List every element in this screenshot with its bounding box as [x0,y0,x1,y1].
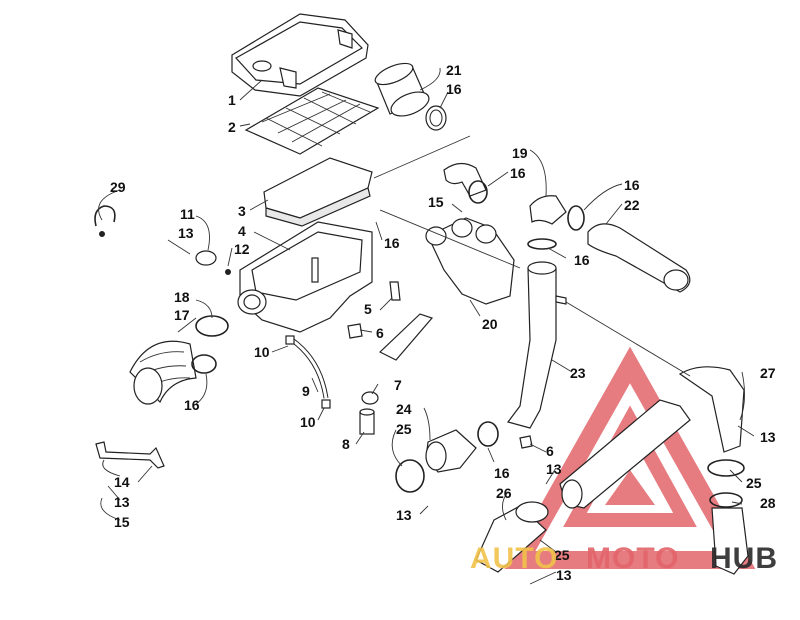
part-cylinder-8 [359,408,375,435]
part-hose-22 [587,223,691,293]
part-airbox-lid [231,13,369,97]
callout-23: 23 [570,365,586,381]
callout-22: 22 [624,197,640,213]
callout-13a: 13 [178,225,194,241]
callout-15b: 15 [114,514,130,530]
callout-25c: 25 [554,547,570,563]
callout-29: 29 [110,179,126,195]
callout-11: 11 [180,206,195,222]
part-reducer-24 [425,429,477,473]
callout-10a: 10 [254,344,270,360]
callout-16a: 16 [446,81,462,97]
part-tube-9 [285,335,331,409]
callout-8: 8 [342,436,350,452]
watermark-text: AUTO MOTO HUB [470,542,778,575]
watermark-auto: AUTO [470,542,558,575]
part-airbox-body [237,221,373,333]
callout-13b: 13 [396,507,412,523]
callout-16d: 16 [384,235,400,251]
part-grommet-11 [195,250,231,275]
callout-16c: 16 [624,177,640,193]
callout-16e: 16 [574,252,590,268]
part-filter-element [263,157,373,227]
part-corrugated-boot [129,340,197,405]
callout-13c: 13 [546,461,562,477]
part-clamp-a [425,105,447,131]
part-boot-26 [475,501,549,573]
callout-16g: 16 [494,465,510,481]
callout-7: 7 [394,377,402,393]
callout-4: 4 [238,223,246,239]
part-clip-29 [94,205,116,237]
callout-15a: 15 [428,194,444,210]
part-ring-right [707,459,749,575]
watermark-moto: MOTO [586,542,679,575]
part-nut-6 [347,323,533,449]
callout-19: 19 [512,145,528,161]
callout-24: 24 [396,401,412,417]
part-ring-25-left [395,459,425,493]
callout-26: 26 [496,485,512,501]
callout-10b: 10 [300,414,316,430]
callout-labels: 1 2 3 4 5 6 6 7 8 9 10 10 11 12 13 13 13… [110,62,776,583]
callout-1: 1 [228,92,236,108]
callout-16b: 16 [510,165,526,181]
part-duct-27 [559,366,745,509]
callout-25b: 25 [746,475,762,491]
watermark-hub: HUB [710,542,778,575]
part-clamp-c [567,205,585,231]
part-clamp-d [527,238,557,250]
callout-13e: 13 [760,429,776,445]
part-elbow-right [529,195,567,225]
callout-17: 17 [174,307,190,323]
part-clamp-7 [361,391,379,405]
callout-14: 14 [114,474,130,490]
callout-3: 3 [238,203,246,219]
part-manifold-20 [425,217,515,305]
part-elbow-upper [443,162,487,197]
callout-13f: 13 [114,494,130,510]
callout-18: 18 [174,289,190,305]
callout-6b: 6 [546,443,554,459]
callout-5: 5 [364,301,372,317]
part-clamp-b [468,180,488,204]
part-bracket-5 [378,281,434,361]
part-cylinder-filter [374,62,430,117]
callout-21: 21 [446,62,462,78]
callout-13d: 13 [556,567,572,583]
callout-2: 2 [228,119,236,135]
callout-6a: 6 [376,325,384,341]
callout-9: 9 [302,383,310,399]
part-bracket-14 [95,441,165,469]
callout-27: 27 [760,365,776,381]
part-clamp-16-left [191,354,217,374]
callout-12: 12 [234,241,250,257]
part-clamp-16-mid [477,421,499,447]
callout-20: 20 [482,316,498,332]
part-clamp-18 [195,315,229,337]
callout-25a: 25 [396,421,412,437]
callout-16f: 16 [184,397,200,413]
callout-28: 28 [760,495,776,511]
part-filter-grid [244,87,380,155]
part-pipe-23 [506,261,567,429]
leader-lines [98,67,755,585]
